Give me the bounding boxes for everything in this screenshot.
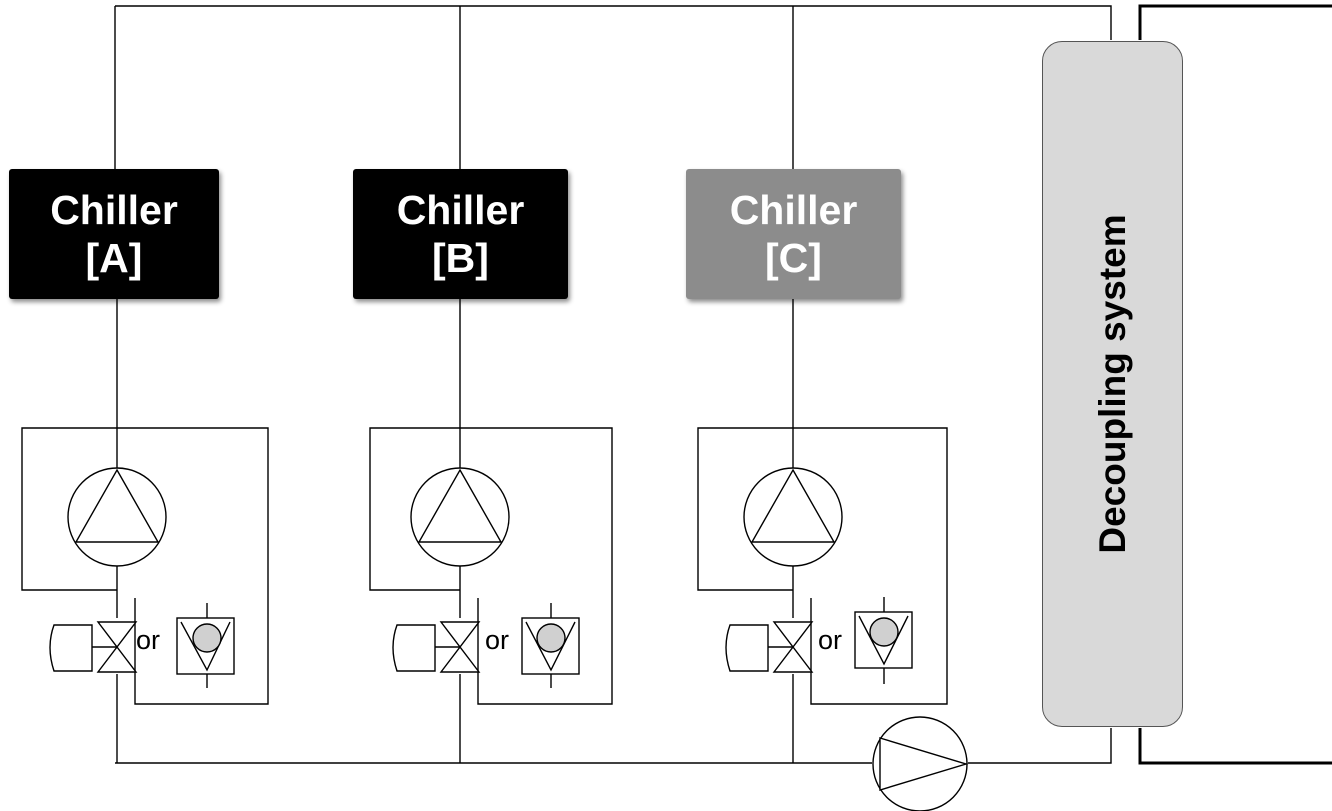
- chiller-b-name: Chiller: [396, 186, 525, 233]
- check-valve-icon: [521, 603, 580, 688]
- or-label-c: or: [818, 625, 843, 655]
- check-valve-icon: [176, 603, 235, 688]
- supply-header-pipe: [115, 5, 1112, 40]
- check-valve-icon: [854, 597, 913, 684]
- motorized-valve-icon: [392, 621, 481, 673]
- pump-icon-group: [67, 467, 969, 811]
- bypass-loop-a: [21, 427, 269, 705]
- chiller-a-name: Chiller: [50, 186, 178, 233]
- motorized-valve-icon: [725, 621, 814, 673]
- or-label-b: or: [485, 625, 510, 655]
- decoupling-system: Decoupling system: [1042, 41, 1183, 727]
- decoupling-system-label: Decoupling system: [1091, 214, 1133, 554]
- motorized-valve-icon: [49, 621, 138, 673]
- chiller-a-id: [A]: [85, 235, 143, 281]
- or-label-a: or: [136, 625, 161, 655]
- chiller-b: Chiller [B]: [353, 169, 568, 299]
- bypass-loop-b: [369, 427, 613, 705]
- chiller-c-name: Chiller: [729, 186, 858, 233]
- chiller-a: Chiller [A]: [9, 169, 219, 299]
- bypass-loop-c: [697, 427, 948, 705]
- chiller-b-id: [B]: [432, 235, 489, 281]
- chiller-c: Chiller [C]: [686, 169, 901, 299]
- chiller-c-id: [C]: [765, 235, 822, 281]
